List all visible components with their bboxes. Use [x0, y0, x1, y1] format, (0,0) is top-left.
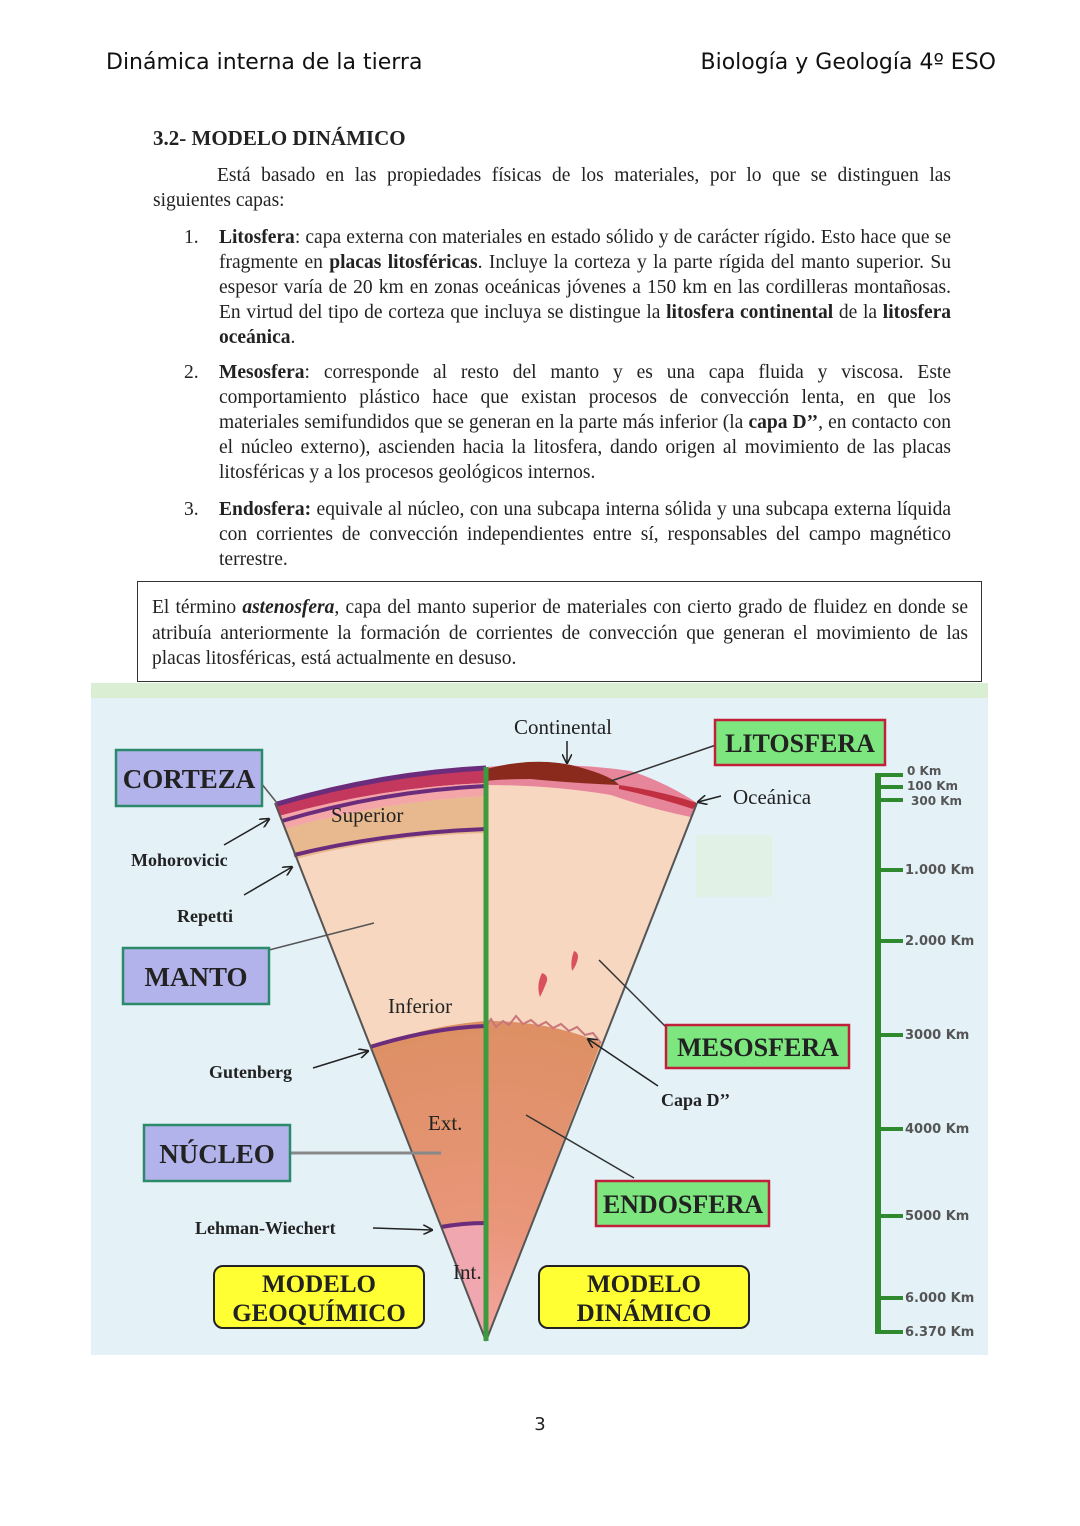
- header-title-right: Biología y Geología 4º ESO: [700, 50, 996, 75]
- crust-base-left: [279, 783, 486, 829]
- leader-endosfera: [525, 1114, 635, 1179]
- repetti-line: [293, 827, 487, 857]
- earth-layers-diagram: CORTEZA MANTO NÚCLEO LITOSFERA MESOSFERA…: [91, 683, 988, 1355]
- scale-label-3000: 3000 Km: [905, 1028, 969, 1043]
- mohorovicic-line: [281, 784, 487, 823]
- box-modelo-geoquimico: [213, 1265, 425, 1329]
- label-mohorovicic: Mohorovicic: [131, 850, 228, 870]
- magma-drop-2: [571, 951, 578, 971]
- scale-label-300: 300 Km: [911, 794, 962, 808]
- label-corteza: CORTEZA: [123, 764, 256, 794]
- label-oceanica: Oceánica: [733, 785, 812, 809]
- note-box: El término astenosfera, capa del manto s…: [137, 581, 982, 682]
- item-1-body-b: . Incluye la corteza y la parte rígida d…: [219, 252, 951, 323]
- item-3-number: 3.: [184, 499, 199, 520]
- note-body-b: , capa del manto superior de materiales …: [152, 597, 969, 669]
- leader-litosfera: [610, 744, 717, 782]
- label-repetti: Repetti: [177, 906, 233, 926]
- term-astenosfera: astenosfera: [242, 597, 335, 618]
- arrow-repetti: [243, 867, 292, 896]
- label-lehman: Lehman-Wiechert: [195, 1218, 336, 1238]
- section-title: 3.2- MODELO DINÁMICO: [153, 126, 406, 150]
- label-modelo-geo-1: MODELO: [262, 1271, 376, 1298]
- header-title-left: Dinámica interna de la tierra: [106, 50, 423, 75]
- scale-label-1000: 1.000 Km: [905, 863, 974, 878]
- item-1-number: 1.: [184, 227, 199, 248]
- term-litosfera-oceanica: litosfera oceánica: [219, 302, 952, 348]
- wedge-outline: [274, 802, 698, 1342]
- label-continental: Continental: [514, 715, 612, 739]
- scale-label-6000: 6.000 Km: [905, 1291, 974, 1306]
- item-2-text: Mesosfera: corresponde al resto del mant…: [219, 360, 951, 485]
- crust-left: [275, 767, 486, 816]
- scale-label-100: 100 Km: [907, 779, 958, 793]
- label-ext: Ext.: [428, 1111, 462, 1135]
- scale-label-2000: 2.000 Km: [905, 934, 974, 949]
- label-modelo-geo-2: GEOQUÍMICO: [232, 1299, 406, 1327]
- arrow-mohorovicic: [223, 819, 269, 846]
- term-capa-d: capa D’’: [748, 412, 819, 433]
- arrow-lehman: [372, 1228, 432, 1230]
- capa-d-line: [485, 1014, 602, 1044]
- label-endosfera: ENDOSFERA: [603, 1190, 764, 1219]
- item-1-body-d: .: [290, 327, 296, 348]
- item-2-body-a: : corresponde al resto del manto y es un…: [219, 362, 951, 433]
- item-1-text: Litosfera: capa externa con materiales e…: [219, 225, 951, 350]
- item-2-number: 2.: [184, 362, 199, 383]
- label-litosfera: LITOSFERA: [725, 729, 875, 758]
- surface-line: [276, 765, 487, 807]
- item-3-body: equivale al núcleo, con una subcapa inte…: [219, 499, 951, 570]
- depth-scale-ticks: [878, 773, 903, 1334]
- item-3-text: Endosfera: equivale al núcleo, con una s…: [219, 497, 951, 572]
- term-litosfera-continental: litosfera continental: [666, 302, 834, 323]
- scale-label-6370: 6.370 Km: [905, 1325, 974, 1340]
- item-2-body-b: , en contacto con el núcleo externo), as…: [219, 412, 951, 483]
- label-nucleo: NÚCLEO: [159, 1139, 275, 1169]
- box-nucleo: [142, 1123, 292, 1183]
- arrow-oceanica: [698, 796, 722, 802]
- scale-label-5000: 5000 Km: [905, 1209, 969, 1224]
- label-gutenberg: Gutenberg: [209, 1062, 292, 1082]
- item-1-body-a: : capa externa con materiales en estado …: [219, 227, 951, 273]
- leader-manto: [268, 922, 375, 951]
- magma-drop-1: [538, 973, 548, 997]
- lehman-line: [440, 1221, 487, 1229]
- section-intro: Está basado en las propiedades físicas d…: [153, 165, 951, 211]
- term-placas: placas litosféricas: [329, 252, 478, 273]
- gutenberg-line: [369, 1024, 487, 1049]
- label-superior: Superior: [331, 803, 403, 827]
- label-manto: MANTO: [144, 962, 247, 992]
- term-endosfera: Endosfera:: [219, 499, 312, 520]
- term-litosfera: Litosfera: [219, 227, 295, 248]
- note-body-a: El término: [152, 597, 243, 618]
- scale-label-4000: 4000 Km: [905, 1122, 969, 1137]
- scale-label-0: 0 Km: [907, 764, 941, 778]
- term-mesosfera: Mesosfera: [219, 362, 305, 383]
- leader-corteza: [260, 782, 278, 804]
- box-manto: [121, 946, 271, 1006]
- box-modelo-dinamico: [538, 1265, 750, 1329]
- diagram-faint-patch: [696, 835, 772, 897]
- page-number: 3: [534, 1414, 546, 1435]
- arrow-gutenberg: [312, 1051, 368, 1069]
- earth-layers-svg: CORTEZA MANTO NÚCLEO LITOSFERA MESOSFERA…: [91, 683, 988, 1355]
- upper-mantle-band: [284, 796, 486, 859]
- continental-crust: [486, 761, 619, 785]
- box-corteza: [114, 748, 264, 808]
- label-modelo-din-1: MODELO: [587, 1271, 701, 1298]
- label-capa-d: Capa D’’: [661, 1090, 730, 1110]
- diagram-top-band: [91, 683, 988, 698]
- label-inferior: Inferior: [388, 994, 452, 1018]
- box-litosfera: [713, 718, 887, 767]
- box-mesosfera: [664, 1023, 851, 1070]
- arrow-capa-d: [588, 1039, 659, 1087]
- label-modelo-din-2: DINÁMICO: [577, 1299, 712, 1327]
- oceanic-crust: [619, 785, 697, 809]
- leader-mesosfera: [598, 959, 667, 1028]
- item-1-body-c: de la: [833, 302, 883, 323]
- label-int: Int.: [453, 1260, 482, 1284]
- label-mesosfera: MESOSFERA: [677, 1033, 839, 1062]
- note-text: El término astenosfera, capa del manto s…: [152, 595, 968, 672]
- box-endosfera: [594, 1179, 771, 1228]
